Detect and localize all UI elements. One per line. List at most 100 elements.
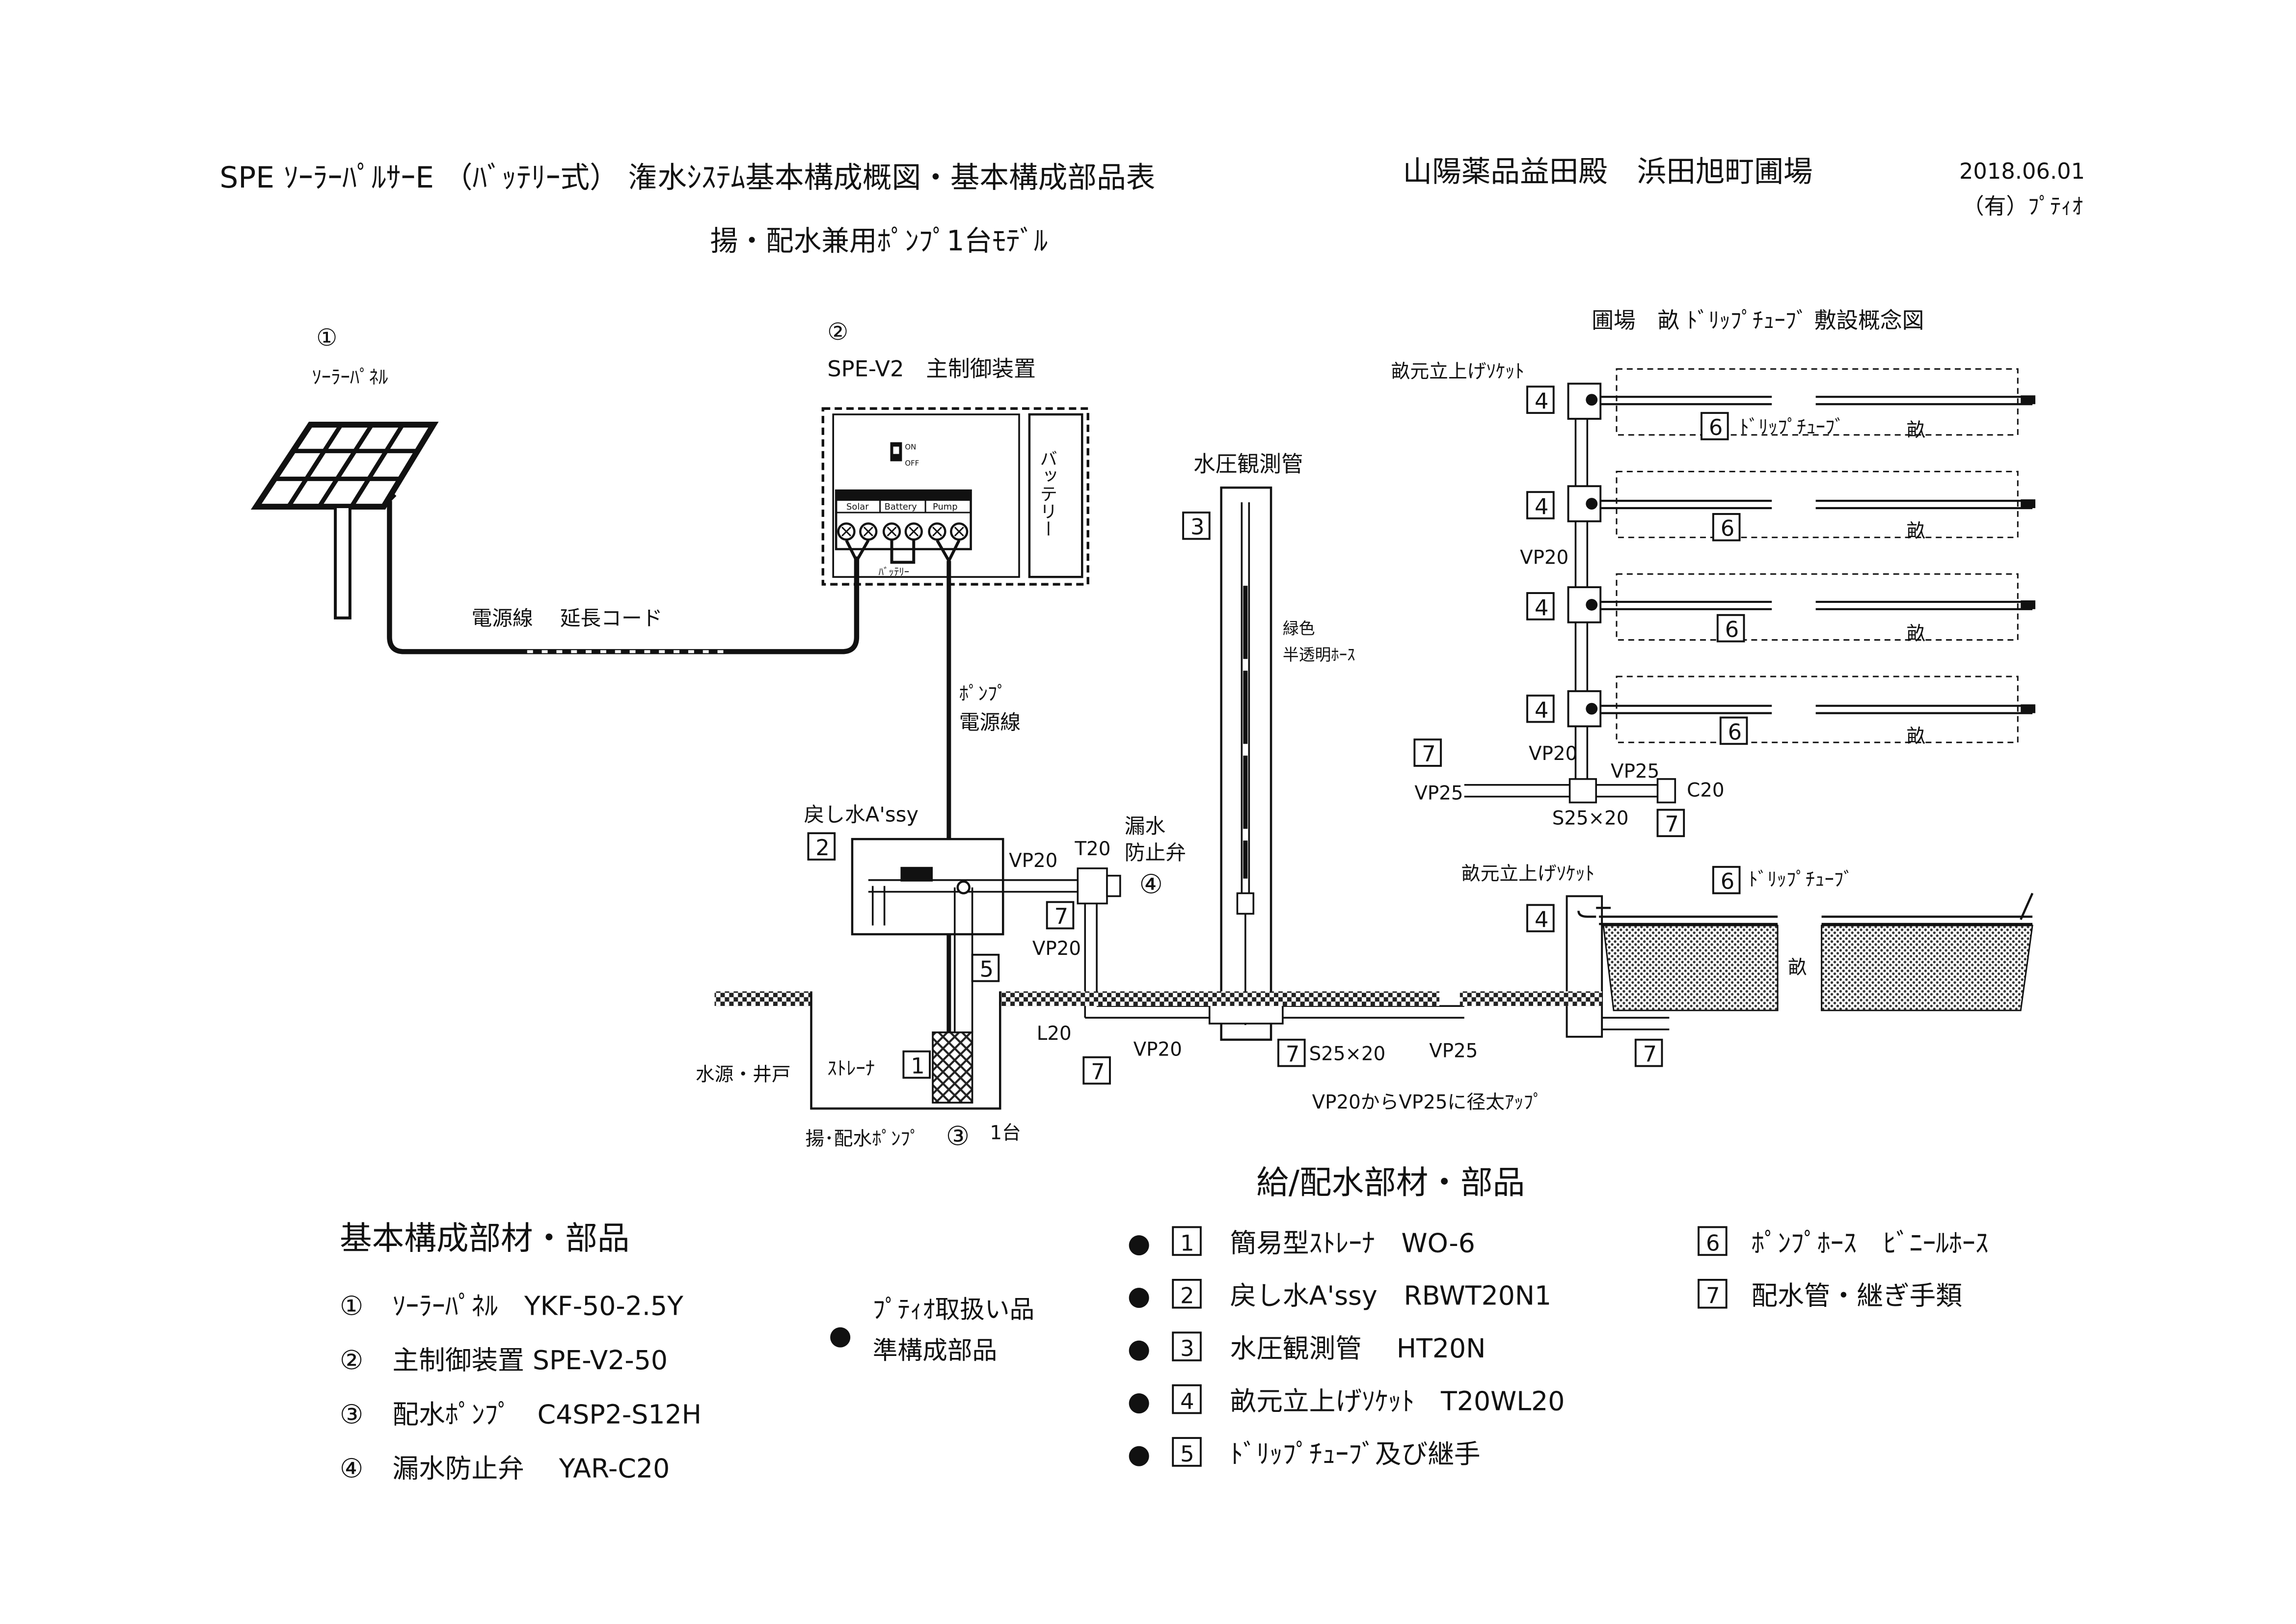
subtitle: 揚・配水兼用ﾎﾟﾝﾌﾟ1台ﾓﾃﾞﾙ [710,225,1048,257]
return-drop-pipe [871,886,886,926]
supply-num-2: 2 [1180,1283,1194,1309]
pump-label: 揚･配水ﾎﾟﾝﾌﾟ [806,1128,920,1150]
controller-label: SPE-V2 主制御装置 [827,356,1036,382]
leak-number: ④ [1139,868,1163,899]
basic-part-text-2: 主制御装置 SPE-V2-50 [392,1345,668,1376]
power-cable [387,501,860,654]
ground-spacer [1602,1010,2041,1016]
supply-num-6: 6 [1706,1230,1720,1256]
drip-label-bottom: ﾄﾞﾘｯﾌﾟﾁｭｰﾌﾞ [1748,869,1853,891]
callout-4-e: 4 [1535,906,1548,932]
terminal-screws [837,522,969,541]
basic-part-text-3: 配水ﾎﾟﾝﾌﾟ C4SP2-S12H [392,1399,702,1430]
callout-7-e: 7 [1422,741,1435,767]
client-name: 山陽薬品益田殿 浜田旭町圃場 [1403,155,1813,189]
callout-5: 5 [979,956,993,982]
socket-riser [1566,895,1603,1038]
vp20-label-3: VP20 [1134,1039,1182,1061]
supply-text-2: 戻し水A'ssy RBWT20N1 [1230,1280,1552,1311]
callout-6-b: 6 [1721,515,1734,541]
well-label: 水源・井戸 [696,1063,791,1085]
terminal-block [835,489,972,550]
basic-parts-title: 基本構成部材・部品 [340,1219,629,1257]
basic-parts-list: ① ｿｰﾗｰﾊﾟﾈﾙ YKF-50-2.5Y ② 主制御装置 SPE-V2-50… [340,1291,702,1484]
callout-7-b: 7 [1091,1058,1105,1084]
vp25-label-field: VP25 [1414,783,1463,805]
socket-fittings [1567,382,1602,728]
terminal-battery-small: ﾊﾞｯﾃﾘｰ [879,566,910,578]
main-title: SPE ｿｰﾗｰﾊﾟﾙｻｰE （ﾊﾞｯﾃﾘｰ式） 潅水ｼｽﾃﾑ基本構成概図・基本… [219,161,1155,195]
panel-number: ① [316,325,337,352]
supply-num-4: 4 [1180,1388,1194,1414]
pump-number: ③ [946,1121,970,1152]
pump-cable-label-2: 電源線 [959,710,1021,734]
vp20-label-1: VP20 [1009,850,1057,872]
basic-part-text-4: 漏水防止弁 YAR-C20 [392,1453,670,1484]
s25x20-label-field: S25×20 [1552,807,1629,829]
basic-part-num-3: ③ [340,1399,363,1430]
basic-part-num-4: ④ [340,1453,363,1484]
s25x20-label: S25×20 [1309,1043,1386,1065]
callout-6-a: 6 [1709,414,1723,440]
ground-middle [1000,991,1440,1006]
s25x20-field-fitting [1568,778,1597,804]
strainer-label: ｽﾄﾚｰﾅ [827,1057,875,1080]
ground-socket [1540,991,1602,1006]
return-assy-box [851,838,1004,936]
vp20-label-field-1: VP20 [1520,546,1568,568]
vp20-label-2: VP20 [1032,938,1081,960]
pump-cable-label-1: ﾎﾟﾝﾌﾟ [959,683,1007,705]
supply-num-7: 7 [1706,1283,1720,1309]
drip-label-top: ﾄﾞﾘｯﾌﾟﾁｭｰﾌﾞ [1740,416,1844,438]
vp25-label-field-2: VP25 [1611,760,1659,783]
callout-7-a: 7 [1054,903,1068,929]
cable-label: 電源線 延長コード [471,606,662,630]
supply-parts-list: ● 1 簡易型ｽﾄﾚｰﾅ WO-6 ● 2 戻し水A'ssy RBWT20N1 … [1128,1226,1989,1469]
well-pit [810,991,1001,1110]
power-switch-icon [890,442,902,461]
pump-body [932,1031,973,1104]
return-valve-icon [900,866,933,882]
controller-box [821,407,1089,586]
supply-parts-title: 給/配水部材・部品 [1256,1164,1525,1201]
supply-bullet-4: ● [1128,1385,1151,1416]
callout-6-d: 6 [1728,719,1742,745]
basic-part-num-1: ① [340,1291,363,1322]
drip-tube-lines [1596,395,2036,714]
supply-bullet-1: ● [1128,1227,1151,1258]
solar-panel-icon [250,422,439,620]
date: 2018.06.01 [1959,158,2085,184]
legend-bullet: ● [829,1320,852,1351]
legend-line-1: ﾌﾟﾃｨｵ取扱い品 [873,1295,1034,1324]
callout-2-return: 2 [815,835,829,861]
ridge-label-1: 畝 [1907,419,1926,441]
supply-num-3: 3 [1180,1335,1194,1361]
drip-end-stake [2020,893,2034,920]
controller-number: ② [827,319,848,346]
socket-elbow [1577,907,1611,918]
t20-label: T20 [1074,838,1110,860]
panel-label: ｿｰﾗｰﾊﾟﾈﾙ [312,366,388,388]
field-title: 圃場 畝 ﾄﾞﾘｯﾌﾟﾁｭｰﾌﾞ 敷設概念図 [1592,307,1924,333]
pump-qty: 1台 [990,1122,1021,1144]
socket-label-bottom: 畝元立上げｿｹｯﾄ [1461,863,1594,885]
hose-label-1: 緑色 [1283,620,1315,638]
callouts: 2 7 5 1 7 3 7 7 4 4 4 4 4 6 6 6 6 7 7 [807,385,1748,1084]
socket-label-top: 畝元立上げｿｹｯﾄ [1391,361,1524,383]
hose-label-2: 半透明ﾎｰｽ [1283,646,1355,664]
leak-valve-icon [1106,874,1121,897]
callout-7-f: 7 [1665,811,1678,837]
l20-label: L20 [1037,1023,1072,1045]
switch-off: OFF [905,459,919,468]
ground-right [1459,991,1540,1006]
supply-text-3: 水圧観測管 HT20N [1230,1333,1486,1364]
basic-part-num-2: ② [340,1345,363,1376]
battery-box [1028,413,1083,578]
supply-text-5: ﾄﾞﾘｯﾌﾟﾁｭｰﾌﾞ及び継手 [1230,1438,1481,1469]
terminal-battery: Battery [885,502,918,512]
callout-7-c: 7 [1286,1041,1299,1067]
supply-bullet-2: ● [1128,1280,1151,1311]
return-tee-icon [956,880,971,894]
battery-label: バッテリー [1037,450,1057,538]
ridge-label-4: 畝 [1907,725,1926,747]
